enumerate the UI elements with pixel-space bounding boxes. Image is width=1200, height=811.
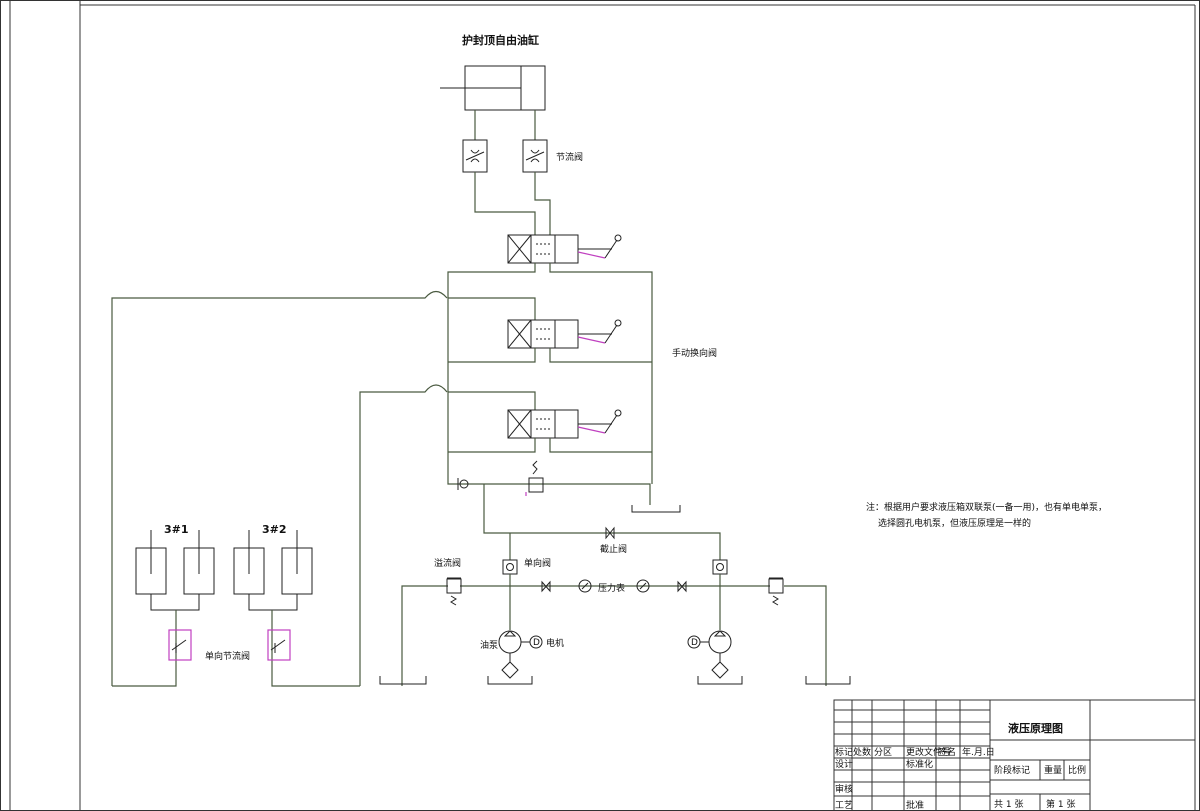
pump-label: 油泵 (480, 639, 498, 651)
pressure-gauge-right (636, 579, 650, 593)
pump-left: D (487, 630, 543, 685)
tb-row-6: 年.月.日 (962, 746, 995, 758)
tank-right (805, 676, 851, 685)
motor-label: 电机 (546, 637, 564, 649)
tb-row-1: 标记 (835, 746, 853, 758)
tb-stage-mark: 阶段标记 (994, 764, 1030, 776)
stop-valve-right (677, 580, 687, 593)
throttle-valve-right (522, 139, 548, 173)
tb-sheet-no: 第 1 张 (1046, 798, 1075, 810)
cylinder-group-1: 3#1 (112, 523, 215, 687)
tb-row-2: 处数 (853, 746, 871, 758)
manual-directional-valve-3 (507, 409, 622, 439)
one-way-throttle-label: 单向节流阀 (205, 650, 250, 662)
check-valve-right (712, 559, 728, 575)
stop-valve-label: 截止阀 (600, 543, 627, 555)
pressure-gauge-left (578, 579, 592, 593)
drawing-name: 液压原理图 (1008, 721, 1063, 735)
pump-right: D (687, 630, 743, 685)
title-block: 液压原理图 标记 处数 分区 更改文件号 签名 年.月.日 设计 标准化 审核 … (833, 699, 1196, 811)
tb-weight: 重量 (1044, 764, 1062, 776)
stop-valve-top (605, 526, 615, 540)
manual-directional-valve-2 (507, 319, 622, 349)
svg-text:D: D (691, 638, 698, 648)
relief-valve-left (446, 577, 462, 606)
tb-approve: 批准 (906, 799, 924, 811)
note: 注：根据用户要求液压箱双联泵(一备一用)，也有单电单泵， 选择圆孔电机泵，但液压… (866, 501, 1107, 529)
tb-scale: 比例 (1068, 764, 1086, 776)
gauge-label: 压力表 (598, 582, 625, 594)
tank-left (379, 676, 427, 685)
stop-valve-left (541, 580, 551, 593)
tb-check: 审核 (835, 783, 853, 795)
check-valve-left (502, 559, 518, 575)
manual-valve-label: 手动换向阀 (672, 347, 717, 359)
throttle-valve-left (462, 139, 488, 173)
tb-row-3: 分区 (874, 747, 892, 758)
tb-std: 标准化 (906, 758, 933, 770)
tb-design: 设计 (835, 758, 853, 770)
throttle-valve-label: 节流阀 (556, 151, 583, 163)
cylinder-title: 护封顶自由油缸 (462, 33, 539, 47)
check-valve-label: 单向阀 (524, 557, 551, 569)
tb-craft: 工艺 (835, 800, 853, 811)
bus-relief-valve (525, 460, 544, 496)
tb-total-sheets: 共 1 张 (994, 799, 1023, 810)
bus-check-valve (457, 478, 469, 490)
cylinder-group-2: 3#2 (233, 523, 360, 687)
relief-valve-label: 溢流阀 (434, 557, 461, 569)
top-cylinder: 护封顶自由油缸 (440, 33, 546, 140)
cyl1-label: 3#1 (164, 523, 189, 536)
cyl2-label: 3#2 (262, 523, 287, 536)
manual-directional-valve-1 (507, 234, 622, 264)
note-line-2: 选择圆孔电机泵，但液压原理是一样的 (878, 517, 1031, 529)
tb-row-5: 签名 (938, 746, 956, 758)
note-line-1: 注：根据用户要求液压箱双联泵(一备一用)，也有单电单泵， (866, 501, 1107, 513)
svg-text:D: D (533, 638, 540, 648)
tb-row-4: 更改文件号 (906, 746, 951, 758)
relief-valve-right (768, 577, 784, 606)
